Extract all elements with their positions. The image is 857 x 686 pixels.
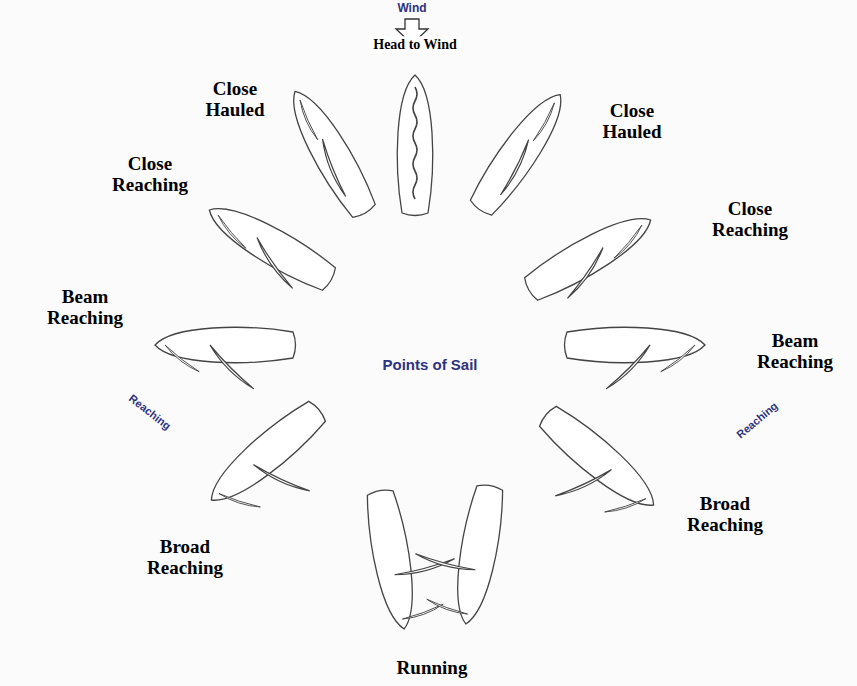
- boat-head-to-wind: [397, 75, 432, 216]
- mainsail: [414, 554, 475, 574]
- jib: [297, 100, 317, 141]
- jib: [605, 499, 647, 515]
- boat-close-reaching: [520, 205, 665, 316]
- boat-running: [405, 475, 508, 627]
- mainsail: [555, 470, 613, 500]
- jib: [163, 345, 199, 374]
- reaching-zone-label: Reaching: [734, 399, 780, 440]
- jib: [426, 599, 468, 616]
- diagram-title: Points of Sail: [382, 357, 477, 374]
- point-of-sail-label: Broad Reaching: [675, 494, 775, 536]
- hull: [397, 75, 432, 216]
- point-of-sail-label: Close Hauled: [587, 101, 677, 143]
- hull: [520, 205, 659, 306]
- point-of-sail-label: Head to Wind: [369, 36, 461, 53]
- hull: [200, 396, 330, 513]
- boat-close-hauled: [465, 85, 575, 220]
- boat-beam-reaching: [155, 327, 296, 391]
- jib: [218, 494, 260, 510]
- point-of-sail-label: Close Reaching: [100, 154, 200, 196]
- boat-close-hauled: [280, 83, 381, 222]
- point-of-sail-label: Broad Reaching: [135, 537, 235, 579]
- mainsail: [252, 465, 310, 495]
- jib: [402, 604, 444, 621]
- luffing-sail: [413, 87, 417, 199]
- reaching-zone-label: Reaching: [127, 392, 173, 432]
- point-of-sail-label: Running: [397, 658, 468, 679]
- mainsail: [319, 139, 346, 198]
- boat-broad-reaching: [509, 401, 665, 549]
- jib: [661, 345, 697, 374]
- wind-label: Wind: [397, 2, 426, 15]
- hull: [448, 483, 507, 628]
- mainsail: [395, 559, 456, 579]
- hull: [362, 488, 421, 633]
- jib: [533, 103, 556, 142]
- point-of-sail-label: Beam Reaching: [745, 331, 845, 373]
- boat-broad-reaching: [200, 396, 356, 544]
- point-of-sail-label: Close Reaching: [700, 199, 800, 241]
- mainsail: [254, 238, 293, 291]
- hull: [201, 195, 340, 296]
- mainsail: [207, 345, 254, 392]
- mainsail: [606, 345, 653, 392]
- jib: [216, 215, 246, 250]
- hull: [465, 85, 575, 220]
- point-of-sail-label: Close Hauled: [190, 79, 280, 121]
- point-of-sail-label: Beam Reaching: [35, 287, 135, 329]
- mainsail: [567, 248, 606, 301]
- hull: [280, 83, 381, 222]
- hull: [535, 401, 665, 518]
- boat-close-reaching: [194, 195, 339, 306]
- mainsail: [500, 140, 532, 197]
- boat-beam-reaching: [565, 327, 706, 391]
- jib: [614, 225, 644, 260]
